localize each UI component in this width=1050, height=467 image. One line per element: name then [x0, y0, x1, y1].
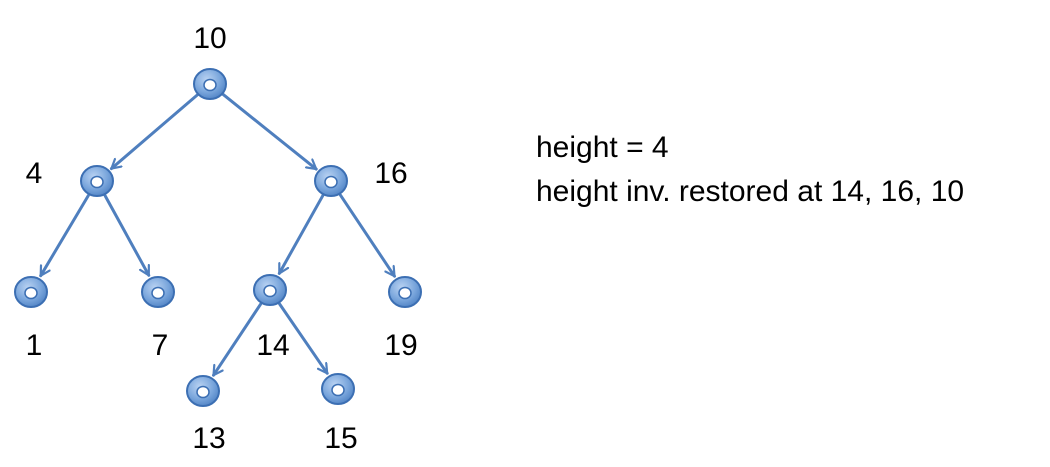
tree-node-1	[14, 276, 48, 308]
node-hole	[203, 78, 217, 92]
node-hole	[90, 175, 104, 189]
edge-n10-n4	[109, 93, 199, 171]
node-hole	[331, 383, 345, 397]
node-label-1: 1	[26, 329, 43, 362]
node-label-7: 7	[152, 329, 169, 362]
node-hole	[324, 175, 338, 189]
notes-panel: height = 4 height inv. restored at 14, 1…	[536, 126, 964, 214]
edge-n16-n19	[338, 193, 396, 278]
edge-n10-n16	[221, 93, 318, 171]
tree-node-16	[314, 165, 348, 197]
tree-node-10	[193, 68, 227, 100]
tree-node-15	[321, 373, 355, 405]
edge-n4-n1	[39, 194, 90, 278]
node-hole	[24, 286, 38, 300]
edge-n14-n15	[278, 302, 329, 375]
node-hole	[263, 284, 277, 298]
node-hole	[196, 385, 210, 399]
nodes-layer	[14, 68, 422, 407]
labels-layer: 10 4 16 1 7 14 19 13 15	[26, 22, 418, 455]
node-hole	[151, 286, 165, 300]
tree-node-13	[186, 375, 220, 407]
edge-n16-n14	[277, 194, 325, 275]
tree-diagram: 10 4 16 1 7 14 19 13 15	[14, 22, 422, 455]
height-note: height = 4	[536, 131, 669, 164]
node-label-16: 16	[374, 157, 407, 190]
node-label-4: 4	[26, 157, 43, 190]
node-label-13: 13	[192, 422, 225, 455]
tree-node-19	[388, 276, 422, 308]
edges-layer	[39, 93, 396, 377]
tree-node-14	[253, 274, 287, 306]
edge-n4-n7	[103, 194, 151, 277]
node-label-15: 15	[324, 422, 357, 455]
tree-node-4	[80, 165, 114, 197]
height-invariant-note: height inv. restored at 14, 16, 10	[536, 175, 965, 208]
node-hole	[398, 286, 412, 300]
tree-node-7	[141, 276, 175, 308]
node-label-19: 19	[384, 329, 417, 362]
node-label-10: 10	[193, 22, 226, 55]
node-label-14: 14	[256, 329, 289, 362]
edge-n14-n13	[212, 302, 263, 377]
